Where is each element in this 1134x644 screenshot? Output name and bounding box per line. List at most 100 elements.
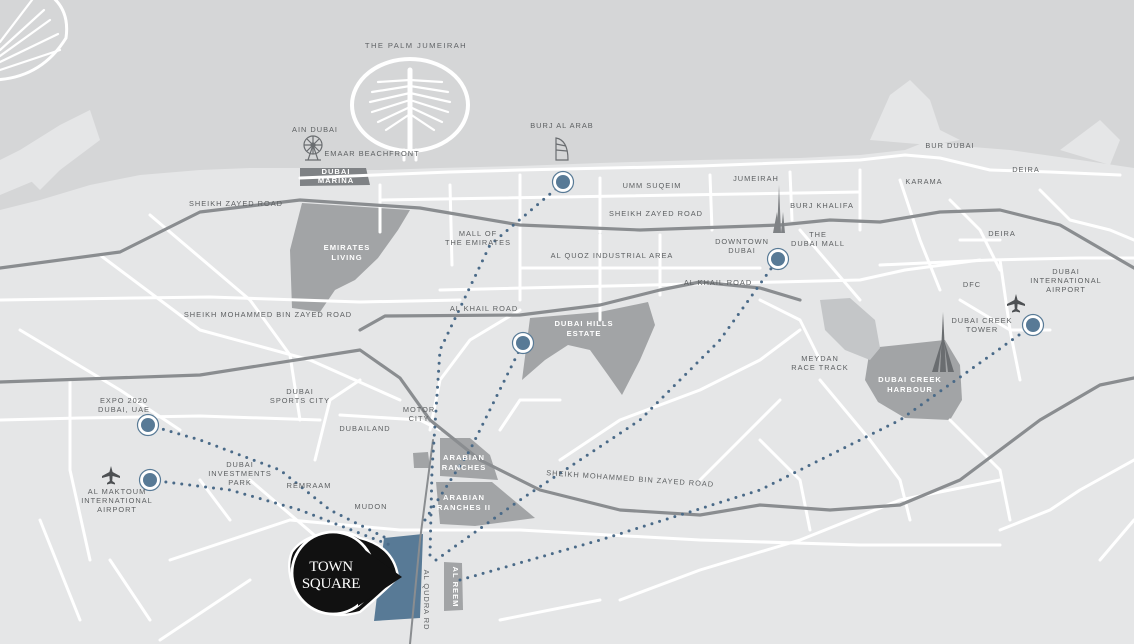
route-to-dwc [148, 478, 392, 547]
route-to-expo [146, 423, 392, 542]
label-al-reem: AL REEM [451, 566, 460, 607]
route-to-downtown [434, 257, 780, 562]
route-lines [146, 181, 1035, 582]
svg-text:AIRPORT: AIRPORT [97, 505, 137, 514]
label-umm-suqeim: UMM SUQEIM [623, 181, 682, 190]
callout-line-2: SQUARE [302, 576, 360, 592]
svg-text:HARBOUR: HARBOUR [887, 385, 933, 394]
svg-text:AL MAKTOUM: AL MAKTOUM [88, 487, 146, 496]
label-al-quoz: AL QUOZ INDUSTRIAL AREA [551, 251, 674, 260]
svg-text:RANCHES II: RANCHES II [437, 503, 491, 512]
label-burj-khalifa: BURJ KHALIFA [790, 201, 854, 210]
palm-jumeirah [350, 57, 470, 162]
svg-text:AIRPORT: AIRPORT [1046, 285, 1086, 294]
label-arabian-ranches: ARABIAN RANCHES [442, 453, 486, 472]
label-emaar-beachfront: EMAAR BEACHFRONT [324, 149, 419, 158]
label-dubai-creek-tower: DUBAI CREEK TOWER [951, 316, 1012, 334]
creek-tower-icon [932, 312, 954, 372]
label-mall-of-emirates: MALL OF THE EMIRATES [445, 229, 511, 247]
airplane-icon-dwc [102, 466, 120, 485]
markers-layer [136, 170, 1045, 492]
coastal-land [0, 80, 1120, 195]
location-marker-icon-dwc[interactable] [138, 468, 162, 492]
route-to-burj-al-arab [428, 181, 565, 557]
label-arabian-ranches-2: ARABIAN RANCHES II [437, 493, 491, 512]
svg-text:DUBAI CREEK: DUBAI CREEK [878, 375, 942, 384]
svg-text:MEYDAN: MEYDAN [801, 354, 839, 363]
label-dubai-investments-park: DUBAI INVESTMENTS PARK [208, 460, 272, 487]
svg-text:DUBAI HILLS: DUBAI HILLS [554, 319, 613, 328]
svg-text:MARINA: MARINA [318, 176, 354, 185]
label-expo-2020: EXPO 2020 DUBAI, UAE [98, 396, 149, 414]
label-palm-jumeirah: THE PALM JUMEIRAH [365, 41, 467, 50]
route-to-dxb [458, 323, 1035, 582]
svg-text:DUBAI: DUBAI [286, 387, 314, 396]
airplane-icon-dxb [1007, 294, 1025, 313]
svg-text:MOTOR: MOTOR [403, 405, 435, 414]
svg-text:PARK: PARK [228, 478, 252, 487]
location-marker-icon-expo[interactable] [136, 413, 160, 437]
svg-text:DUBAI CREEK: DUBAI CREEK [951, 316, 1012, 325]
svg-text:EMIRATES: EMIRATES [324, 243, 371, 252]
town-square-callout[interactable]: TOWN SQUARE [288, 530, 402, 617]
label-deira-north: DEIRA [1012, 165, 1040, 174]
major-roads [0, 198, 1134, 644]
svg-text:DUBAI MALL: DUBAI MALL [791, 239, 845, 248]
label-al-maktoum-airport: AL MAKTOUM INTERNATIONAL AIRPORT [81, 487, 153, 514]
palm-jebel-ali [0, 0, 69, 82]
ferris-wheel-icon [303, 135, 323, 161]
label-dubai-intl-airport: DUBAI INTERNATIONAL AIRPORT [1030, 267, 1102, 294]
svg-text:ESTATE: ESTATE [567, 329, 602, 338]
arabian-ranches-area [440, 438, 498, 480]
svg-text:MALL OF: MALL OF [459, 229, 497, 238]
location-marker-icon-dxb[interactable] [1021, 313, 1045, 337]
label-road-szr-central: SHEIKH ZAYED ROAD [609, 209, 703, 218]
label-downtown-dubai: DOWNTOWN DUBAI [715, 237, 769, 255]
label-road-szr-north: SHEIKH ZAYED ROAD [189, 199, 283, 208]
label-dubai-sports-city: DUBAI SPORTS CITY [270, 387, 330, 405]
label-mudon: MUDON [355, 502, 388, 511]
dubai-hills-area [522, 302, 655, 395]
svg-text:LIVING: LIVING [331, 253, 362, 262]
svg-text:THE EMIRATES: THE EMIRATES [445, 238, 511, 247]
label-emirates-living: EMIRATES LIVING [324, 243, 371, 262]
svg-text:INTERNATIONAL: INTERNATIONAL [1030, 276, 1102, 285]
road-smbz [0, 348, 1134, 517]
svg-text:DUBAI: DUBAI [1052, 267, 1080, 276]
creek-water [820, 298, 880, 360]
svg-text:THE: THE [809, 230, 827, 239]
label-dubai-hills: DUBAI HILLS ESTATE [554, 319, 613, 338]
labels-layer: THE PALM JUMEIRAH AIN DUBAI EMAAR BEACHF… [81, 41, 1102, 630]
label-road-smbz-west: SHEIKH MOHAMMED BIN ZAYED ROAD [184, 310, 352, 319]
burj-al-arab-icon [555, 137, 569, 161]
svg-text:SPORTS CITY: SPORTS CITY [270, 396, 330, 405]
location-marker-icon-dubai-hills[interactable] [511, 331, 535, 355]
label-ain-dubai: AIN DUBAI [292, 125, 338, 134]
svg-text:INVESTMENTS: INVESTMENTS [208, 469, 272, 478]
svg-text:DOWNTOWN: DOWNTOWN [715, 237, 769, 246]
label-dubai-creek-harbour: DUBAI CREEK HARBOUR [878, 375, 942, 394]
svg-text:DUBAI: DUBAI [728, 246, 756, 255]
districts-layer [290, 168, 962, 621]
label-jumeirah: JUMEIRAH [733, 174, 779, 183]
road-sheikh-zayed [0, 198, 1134, 270]
callout-pointer [358, 545, 402, 606]
location-marker-icon-burj-al-arab[interactable] [551, 170, 575, 194]
label-motor-city: MOTOR CITY [403, 405, 435, 423]
label-road-al-khail-east: AL KHAIL ROAD [684, 278, 752, 287]
location-marker-icon-downtown[interactable] [766, 247, 790, 271]
label-the-dubai-mall: THE DUBAI MALL [791, 230, 845, 248]
svg-text:INTERNATIONAL: INTERNATIONAL [81, 496, 153, 505]
sea-area [0, 0, 1134, 210]
label-bur-dubai: BUR DUBAI [925, 141, 974, 150]
callout-line-1: TOWN [309, 559, 353, 575]
road-al-khail [358, 280, 802, 332]
label-deira: DEIRA [988, 229, 1016, 238]
al-reem-area [444, 562, 463, 611]
label-meydan: MEYDAN RACE TRACK [791, 354, 848, 372]
burj-khalifa-icon [773, 185, 785, 233]
svg-text:CITY: CITY [409, 414, 430, 423]
svg-text:EXPO 2020: EXPO 2020 [100, 396, 148, 405]
